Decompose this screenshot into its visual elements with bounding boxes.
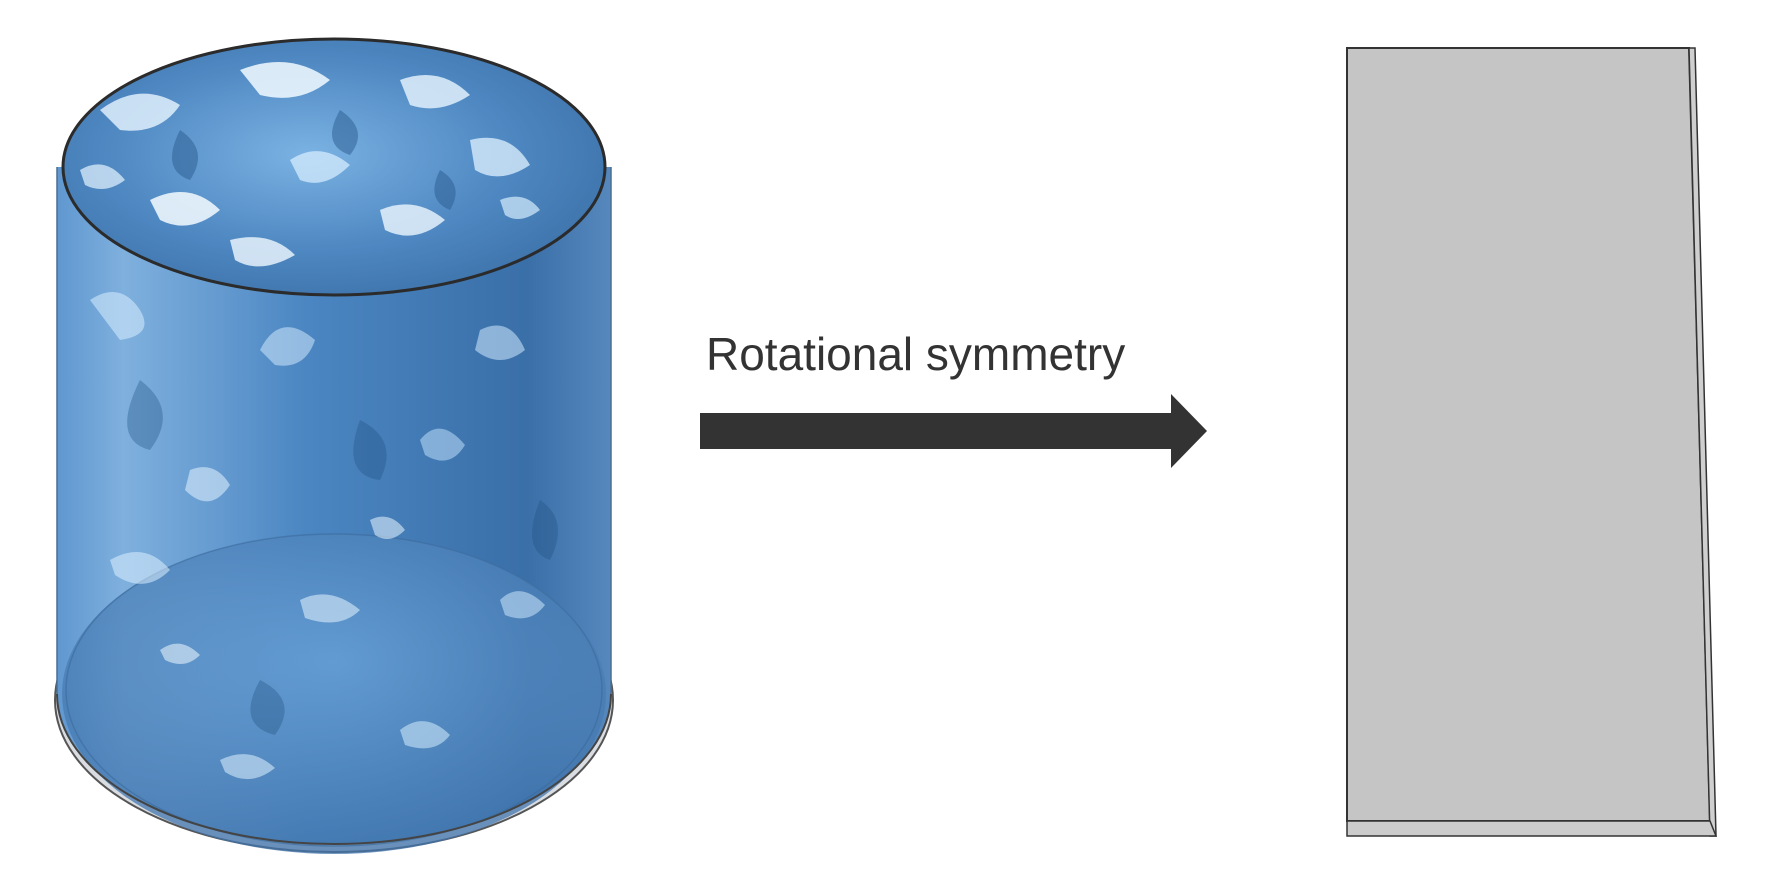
water-caustics-side (90, 292, 545, 780)
cylinder-bottom-face (62, 534, 606, 854)
cross-section-fluid-domain (1346, 47, 1712, 822)
arrow-shaft (700, 413, 1175, 449)
arrow-label: Rotational symmetry (706, 328, 1126, 380)
water-cylinder (54, 37, 614, 854)
cross-section-bottom-plate (1346, 820, 1718, 837)
cross-section (1346, 47, 1718, 837)
transform-arrow (700, 394, 1207, 468)
water-caustics-top (80, 62, 540, 267)
arrow-head (1171, 394, 1207, 468)
